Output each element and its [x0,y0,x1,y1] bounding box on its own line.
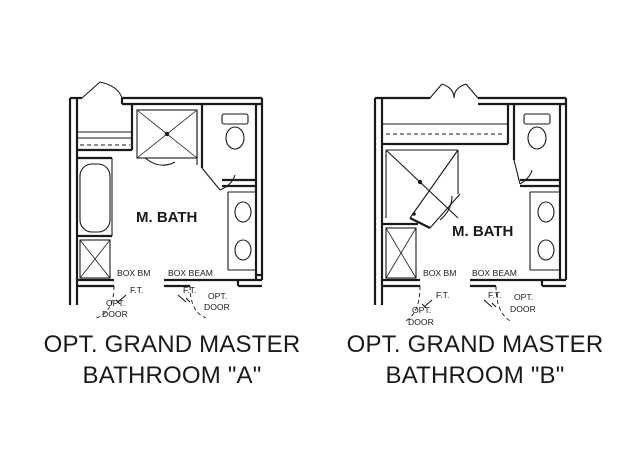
plan-a-room-label: M. BATH [136,209,197,226]
plan-a-linen-closet [77,104,134,152]
plan-a-shower [136,109,198,166]
plan-b-opt-door-1-line-1: OPT. [412,305,431,315]
plan-b: M. BATH BOX BM BOX BEAM F.T. F.T. OPT. D… [347,83,604,389]
plan-b-caption-line-1: OPT. GRAND MASTER [347,331,604,358]
plan-a-ft-label-1: F.T. [130,285,143,295]
plan-b-water-closet [512,104,560,188]
plan-a-water-closet [200,104,256,191]
plan-b-opt-door-2-line-1: OPT. [514,292,533,302]
plan-a: M. BATH BOX BM BOX BEAM F.T. F.T. OPT. D… [44,81,301,389]
plan-a-opt-door-1-line-1: OPT. [106,298,125,308]
plan-b-ft-label-2: F.T. [488,290,501,300]
plan-b-vanity [529,191,560,271]
plan-a-walls [68,96,264,305]
plan-b-linen-band [382,104,510,146]
plan-a-opt-door-2-line-2: DOOR [204,302,230,312]
plan-a-opening-notes: BOX BM BOX BEAM F.T. F.T. OPT. DOOR OPT.… [95,268,230,319]
plan-b-walls [373,96,568,305]
plan-a-box-column [79,239,111,279]
plan-a-caption-line-1: OPT. GRAND MASTER [44,331,301,358]
plan-b-opt-door-2-line-2: DOOR [510,304,536,314]
plan-a-opt-door-1-line-2: DOOR [102,309,128,319]
plan-b-caption-line-2: BATHROOM "B" [385,362,564,389]
plan-a-opt-door-2-line-1: OPT. [208,291,227,301]
plan-a-box-bm-label: BOX BM [117,268,150,278]
plan-a-caption-line-2: BATHROOM "A" [82,362,261,389]
plan-a-entry-door [81,81,123,99]
plan-a-tub [77,156,113,238]
plan-b-shower [385,149,461,229]
plan-b-room-label: M. BATH [452,223,513,240]
plan-b-box-column [382,222,418,279]
plan-a-vanity [227,191,256,271]
plan-b-ft-label-1: F.T. [436,290,449,300]
plan-b-opening-notes: BOX BM BOX BEAM F.T. F.T. OPT. DOOR OPT.… [403,268,536,327]
plan-b-opt-door-1-line-2: DOOR [408,317,434,327]
plan-a-box-beam-label: BOX BEAM [168,268,213,278]
plan-b-box-bm-label: BOX BM [423,268,456,278]
plan-b-box-beam-label: BOX BEAM [472,268,517,278]
plan-b-entry-doors [429,83,479,99]
